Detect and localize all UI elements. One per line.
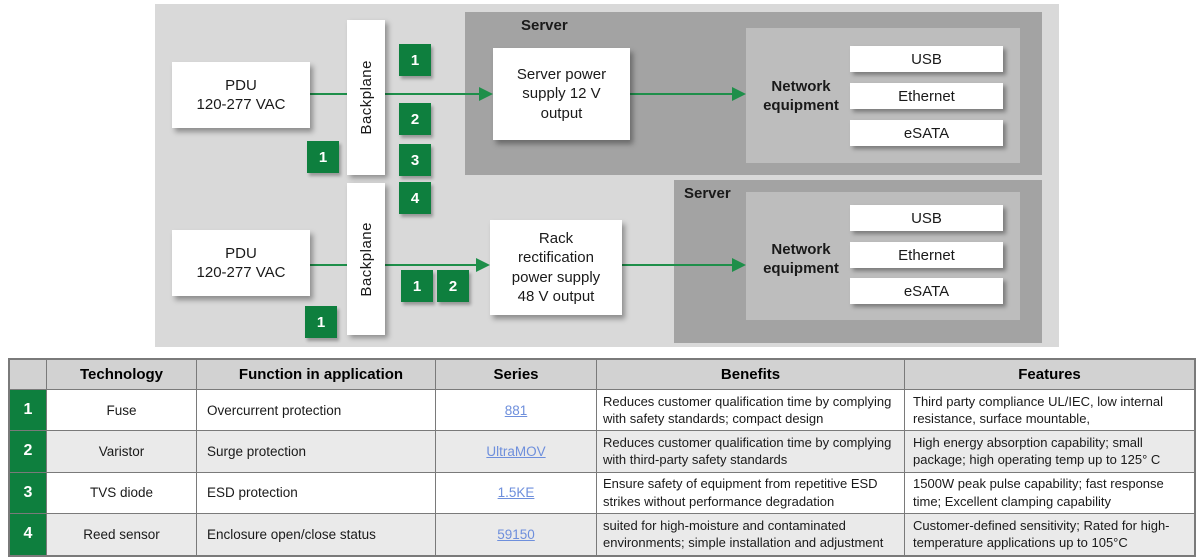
header-technology: Technology xyxy=(47,360,197,389)
function-cell: Enclosure open/close status xyxy=(197,513,436,555)
server-label-2: Server xyxy=(684,185,731,202)
rack-rectification-supply-box: Rack rectification power supply 48 V out… xyxy=(490,220,622,315)
series-cell: UltraMOV xyxy=(436,431,597,473)
benefits-cell: Reduces customer qualification time by c… xyxy=(597,431,905,473)
features-cell: Customer-defined sensitivity; Rated for … xyxy=(913,518,1170,551)
backplane-box-2: Backplane xyxy=(347,183,385,335)
row-number-badge: 2 xyxy=(10,431,47,473)
header-benefits: Benefits xyxy=(597,360,905,389)
backplane-label-2: Backplane xyxy=(357,221,375,297)
technology-cell: Fuse xyxy=(47,390,197,432)
backplane-label-1: Backplane xyxy=(357,60,375,135)
table-row-tvs-diode: 3 TVS diode ESD protection 1.5KE Ensure … xyxy=(10,472,1194,514)
network-equipment-label-1: Network equipment xyxy=(763,78,839,114)
table-row-reed-sensor: 4 Reed sensor Enclosure open/close statu… xyxy=(10,513,1194,555)
server-label-1: Server xyxy=(521,17,568,34)
series-link-59150[interactable]: 59150 xyxy=(497,526,535,542)
series-cell: 1.5KE xyxy=(436,472,597,514)
technology-cell: Reed sensor xyxy=(47,513,197,555)
component-badge-fuse: 1 xyxy=(305,306,337,338)
network-equipment-label-2: Network equipment xyxy=(763,241,839,277)
table-row-fuse: 1 Fuse Overcurrent protection 881 Reduce… xyxy=(10,390,1194,432)
header-number xyxy=(10,360,47,389)
benefits-cell: Ensure safety of equipment from repetiti… xyxy=(597,472,905,514)
component-badge-varistor: 2 xyxy=(437,270,469,302)
series-link-15ke[interactable]: 1.5KE xyxy=(497,485,535,501)
benefits-cell: Reduces customer qualification time by c… xyxy=(597,390,905,432)
arrow-head-icon xyxy=(476,258,490,272)
pdu-box-2: PDU 120-277 VAC xyxy=(172,230,310,296)
esata-port-box-2: eSATA xyxy=(850,278,1003,304)
component-badge-reed-sensor: 4 xyxy=(399,182,431,214)
features-cell: Third party compliance UL/IEC, low inter… xyxy=(905,390,1194,432)
ethernet-port-box-1: Ethernet xyxy=(850,83,1003,109)
arrow-head-icon xyxy=(732,87,746,101)
component-badge-tvs-diode: 3 xyxy=(399,144,431,176)
series-cell: 59150 xyxy=(436,513,597,555)
ethernet-port-box-2: Ethernet xyxy=(850,242,1003,268)
table-header-row: Technology Function in application Serie… xyxy=(10,360,1194,390)
header-function: Function in application xyxy=(197,360,436,389)
series-cell: 881 xyxy=(436,390,597,432)
esata-port-box-1: eSATA xyxy=(850,120,1003,146)
technology-cell: TVS diode xyxy=(47,472,197,514)
component-badge-fuse: 1 xyxy=(401,270,433,302)
header-series: Series xyxy=(436,360,597,389)
technology-cell: Varistor xyxy=(47,431,197,473)
series-link-881[interactable]: 881 xyxy=(504,402,528,418)
component-badge-fuse: 1 xyxy=(399,44,431,76)
components-table: Technology Function in application Serie… xyxy=(8,358,1196,557)
row-number-badge: 4 xyxy=(10,513,47,555)
power-flow-arrow-line xyxy=(310,93,480,95)
function-cell: Surge protection xyxy=(197,431,436,473)
table-row-varistor: 2 Varistor Surge protection UltraMOV Red… xyxy=(10,431,1194,473)
power-flow-arrow-line xyxy=(630,93,733,95)
header-features: Features xyxy=(1018,365,1081,383)
component-badge-varistor: 2 xyxy=(399,103,431,135)
function-cell: ESD protection xyxy=(197,472,436,514)
power-flow-arrow-line xyxy=(310,264,477,266)
arrow-head-icon xyxy=(732,258,746,272)
row-number-badge: 1 xyxy=(10,390,47,432)
benefits-cell: suited for high-moisture and contaminate… xyxy=(597,513,905,555)
usb-port-box-1: USB xyxy=(850,46,1003,72)
backplane-box-1: Backplane xyxy=(347,20,385,175)
series-link-ultramov[interactable]: UltraMOV xyxy=(486,443,546,459)
pdu-box-1: PDU 120-277 VAC xyxy=(172,62,310,128)
arrow-head-icon xyxy=(479,87,493,101)
server-power-supply-box: Server power supply 12 V output xyxy=(493,48,630,140)
row-number-badge: 3 xyxy=(10,472,47,514)
component-badge-fuse: 1 xyxy=(307,141,339,173)
function-cell: Overcurrent protection xyxy=(197,390,436,432)
usb-port-box-2: USB xyxy=(850,205,1003,231)
features-cell: High energy absorption capability; small… xyxy=(905,431,1194,473)
power-flow-arrow-line xyxy=(622,264,733,266)
features-cell: 1500W peak pulse capability; fast respon… xyxy=(905,473,1194,514)
